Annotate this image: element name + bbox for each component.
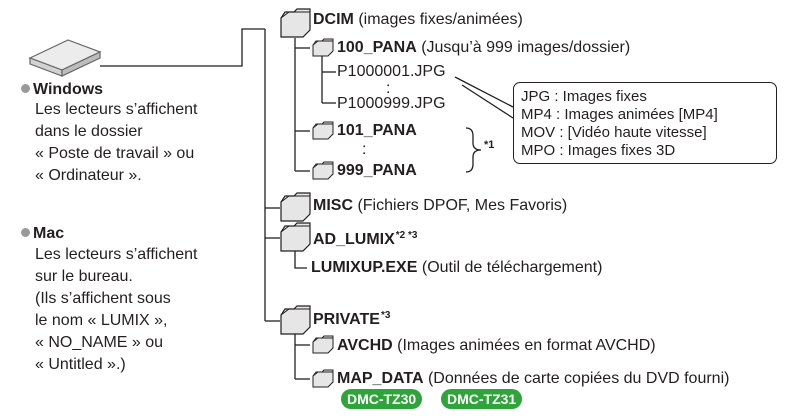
callout-line: MPO : Images fixes 3D bbox=[521, 142, 676, 159]
folder-icon bbox=[312, 369, 334, 388]
drive-leader-line bbox=[100, 28, 265, 67]
mac-line: sur le bureau. bbox=[35, 268, 133, 285]
file-first: P1000001.JPG bbox=[337, 63, 446, 80]
folder-private: PRIVATE*3 bbox=[313, 310, 391, 328]
mac-line: « NO_NAME » ou bbox=[35, 334, 164, 351]
folder-icon bbox=[280, 305, 311, 335]
folder-icon bbox=[312, 335, 334, 354]
model-badge: DMC-TZ31 bbox=[441, 389, 523, 409]
callout-line: JPG : Images fixes bbox=[521, 88, 647, 105]
windows-line: Les lecteurs s’affichent bbox=[35, 101, 198, 118]
folder-icon bbox=[312, 38, 334, 57]
mac-line: (Ils s’affichent sous bbox=[35, 290, 171, 307]
callout-pointer-line bbox=[454, 76, 514, 108]
folder-100-pana: 100_PANA (Jusqu’à 999 images/dossier) bbox=[337, 39, 631, 56]
file-last: P1000999.JPG bbox=[337, 95, 446, 112]
folder-avchd: AVCHD (Images animées en format AVCHD) bbox=[337, 337, 656, 354]
folder-icon bbox=[280, 192, 311, 222]
bullet-icon bbox=[21, 84, 30, 93]
drive-icon bbox=[28, 39, 102, 77]
footnote-marker: *1 bbox=[484, 139, 495, 151]
folder-map-data: MAP_DATA (Données de carte copiées du DV… bbox=[337, 370, 730, 387]
folder-misc: MISC (Fichiers DPOF, Mes Favoris) bbox=[313, 197, 568, 214]
callout-line: MP4 : Images animées [MP4] bbox=[521, 106, 718, 123]
file-types-callout: JPG : Images fixes MP4 : Images animées … bbox=[513, 82, 777, 164]
folder-icon bbox=[312, 161, 334, 180]
callout-line: MOV : [Vidéo haute vitesse] bbox=[521, 124, 707, 141]
callout-pointer-line bbox=[461, 84, 514, 119]
folder-ad-lumix: AD_LUMIX*2 *3 bbox=[313, 230, 418, 248]
mac-heading: Mac bbox=[21, 224, 64, 243]
mac-line: « Untitled ».) bbox=[35, 356, 126, 373]
folder-999-pana: 999_PANA bbox=[337, 162, 417, 179]
folder-icon bbox=[312, 121, 334, 140]
folder-icon bbox=[280, 222, 311, 252]
windows-line: dans le dossier bbox=[35, 123, 143, 140]
windows-heading: Windows bbox=[21, 80, 103, 99]
folder-dcim: DCIM (images fixes/animées) bbox=[313, 11, 523, 28]
ellipsis: : bbox=[386, 80, 391, 97]
ellipsis: : bbox=[362, 141, 367, 158]
windows-line: « Ordinateur ». bbox=[35, 167, 142, 184]
bullet-icon bbox=[21, 228, 30, 237]
folder-101-pana: 101_PANA bbox=[337, 122, 417, 139]
mac-line: le nom « LUMIX », bbox=[35, 312, 168, 329]
windows-line: « Poste de travail » ou bbox=[35, 145, 195, 162]
mac-line: Les lecteurs s’affichent bbox=[35, 246, 198, 263]
model-badge: DMC-TZ30 bbox=[341, 389, 423, 409]
file-lumixup: LUMIXUP.EXE (Outil de téléchargement) bbox=[311, 259, 603, 276]
folder-icon bbox=[280, 8, 311, 38]
